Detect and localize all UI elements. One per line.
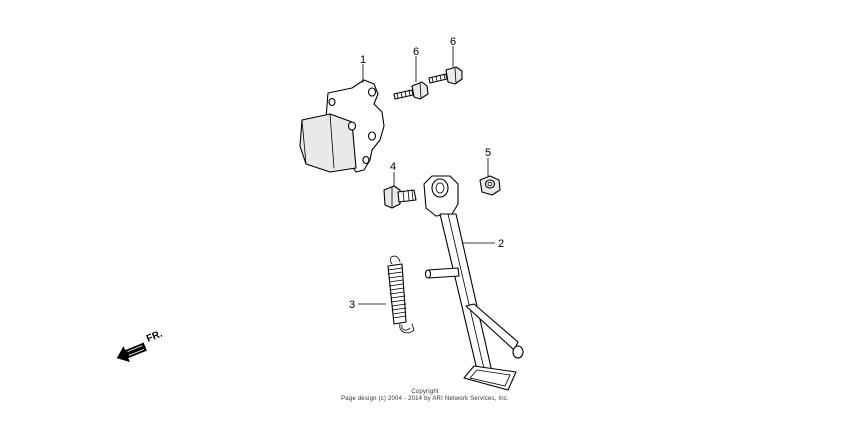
stand-bracket[interactable] <box>299 79 385 173</box>
front-label: FR. <box>145 328 164 344</box>
callout-2: 2 <box>498 238 504 250</box>
copyright-notice: Page design (c) 2004 - 2014 by ARI Netwo… <box>341 396 509 402</box>
callout-6a: 6 <box>413 46 419 58</box>
stand-spring[interactable] <box>387 255 415 334</box>
side-stand[interactable] <box>423 175 524 391</box>
copyright-title: Copyright <box>411 389 439 395</box>
callout-3: 3 <box>349 299 355 311</box>
front-arrow-icon <box>116 342 147 363</box>
callout-6b: 6 <box>450 36 456 48</box>
callout-4: 4 <box>390 161 396 173</box>
bolt-a[interactable] <box>393 81 429 100</box>
callout-1: 1 <box>360 54 366 66</box>
front-direction-indicator: FR. <box>116 328 164 363</box>
nut[interactable] <box>479 175 501 196</box>
pivot-bolt[interactable] <box>383 185 417 209</box>
bolt-b[interactable] <box>428 66 463 85</box>
callout-5: 5 <box>485 147 491 159</box>
